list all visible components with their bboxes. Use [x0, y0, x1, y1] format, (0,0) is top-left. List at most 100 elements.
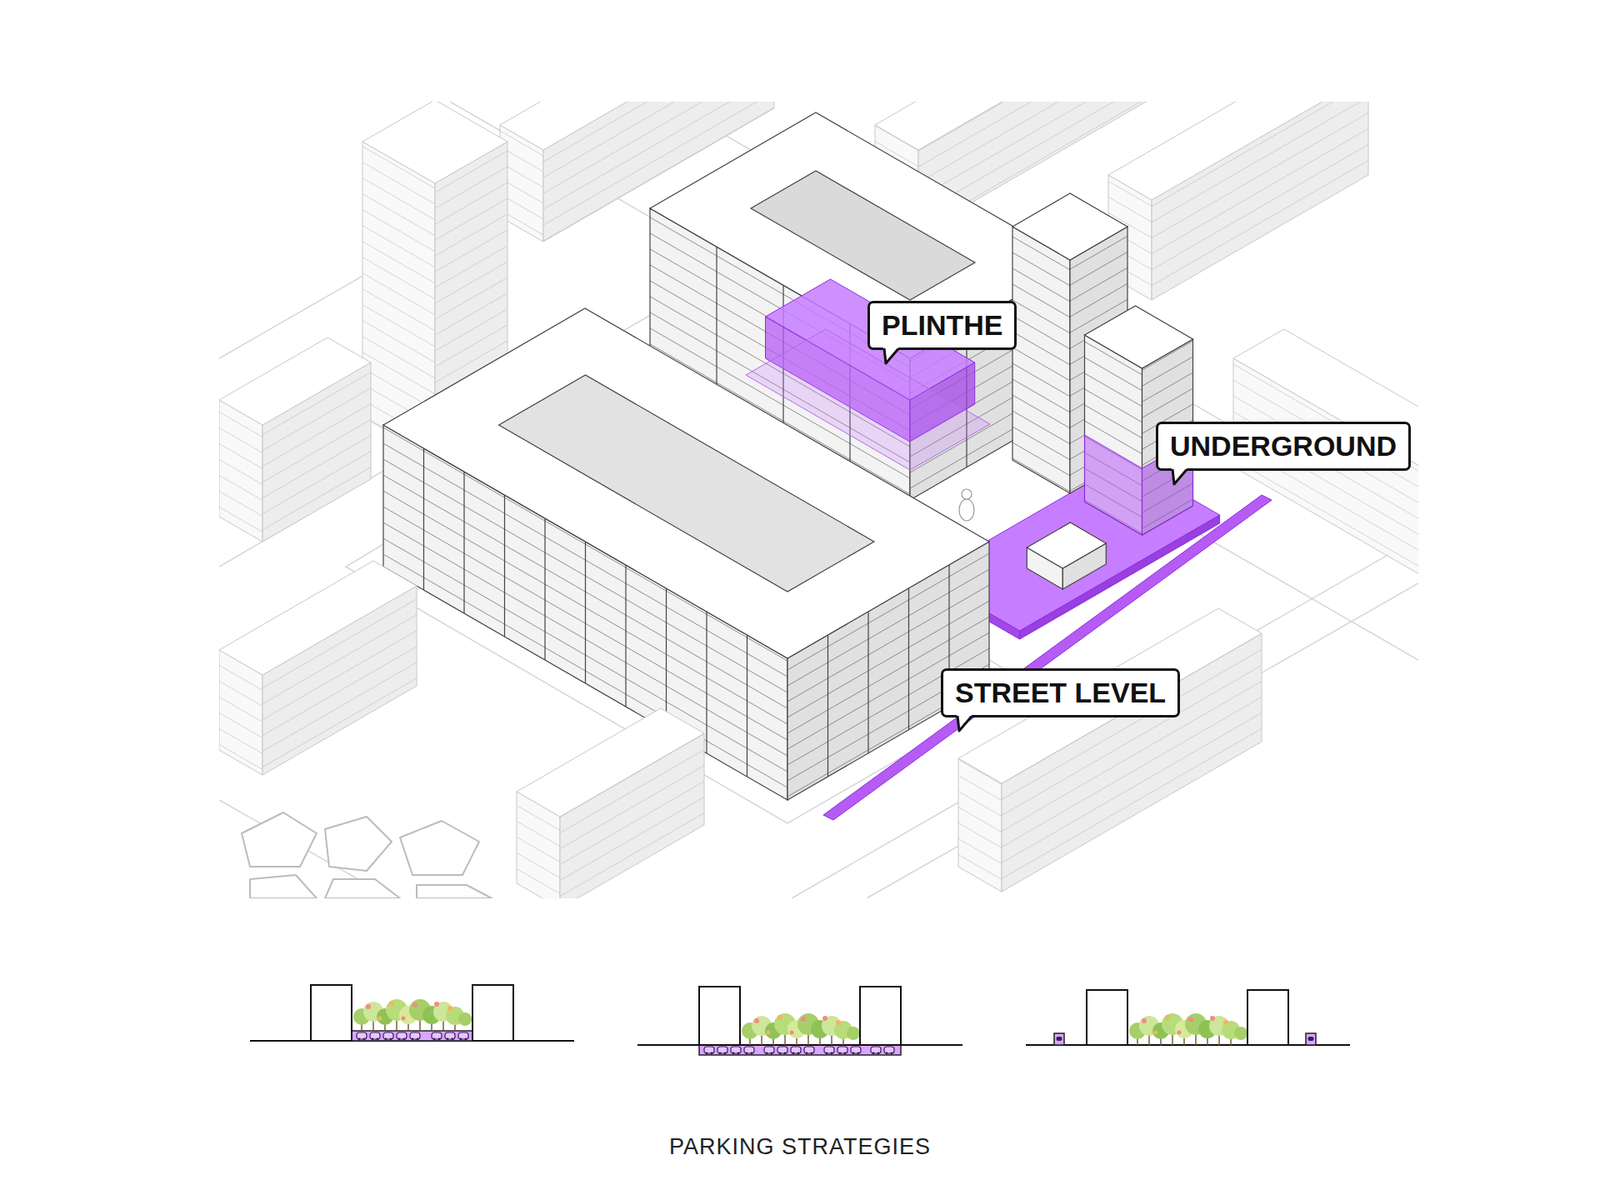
section-street-level — [1305, 1033, 1316, 1045]
section-underground — [637, 1044, 963, 1046]
section-street-level — [1056, 1036, 1063, 1041]
person-figure — [959, 489, 975, 521]
section-underground — [804, 1046, 815, 1055]
callout-pointer — [1171, 465, 1187, 485]
context-building — [219, 560, 417, 675]
section-street-level — [1025, 990, 1350, 1045]
section-underground — [870, 1046, 881, 1055]
section-plinth — [353, 999, 472, 1031]
central-block — [585, 541, 586, 684]
section-street-level — [1054, 1033, 1065, 1045]
context-building — [362, 101, 508, 184]
section-underground — [777, 1046, 788, 1055]
section-underground — [860, 986, 901, 1045]
section-plinth — [370, 1032, 380, 1040]
central-block — [463, 471, 465, 614]
isometric-view — [219, 101, 1419, 899]
plaza-pattern — [325, 816, 392, 871]
callout-label: STREET LEVEL — [955, 675, 1166, 710]
figure-caption: PARKING STRATEGIES — [0, 1134, 1600, 1160]
tower — [1012, 193, 1194, 535]
tower — [1012, 193, 1128, 260]
central-block — [665, 588, 667, 730]
central-block — [423, 448, 425, 590]
central-block — [625, 565, 626, 707]
context-building — [516, 708, 705, 817]
context-building — [219, 337, 371, 425]
section-plinth — [250, 985, 575, 1041]
section-underground — [704, 1046, 715, 1055]
section-street-level — [1308, 1036, 1315, 1041]
back-block — [715, 246, 717, 389]
callout-box: STREET LEVEL — [940, 668, 1180, 718]
person-figure — [961, 489, 972, 500]
section-street-level — [1025, 1044, 1350, 1046]
section-street-level — [1086, 990, 1128, 1045]
callout-pointer — [957, 715, 972, 731]
section-underground — [837, 1046, 848, 1055]
plaza-pattern — [250, 875, 317, 899]
callout-pointer — [1172, 469, 1187, 485]
section-plinth — [431, 1032, 442, 1040]
pavilion — [1026, 522, 1106, 569]
central-block — [867, 611, 869, 754]
plaza-pattern — [400, 820, 480, 875]
section-underground — [730, 1046, 741, 1055]
callout-label: PLINTHE — [881, 308, 1003, 343]
section-plinth — [472, 985, 514, 1041]
section-underground — [717, 1046, 728, 1055]
callout-label: UNDERGROUND — [1170, 429, 1397, 464]
underground-volume — [1085, 435, 1143, 535]
section-plinth — [410, 1032, 420, 1040]
context-building — [1108, 101, 1369, 200]
plaza-pattern — [241, 812, 492, 899]
section-street-level — [1247, 990, 1289, 1045]
central-block — [504, 495, 505, 637]
section-underground — [764, 1046, 775, 1055]
tower — [1085, 305, 1194, 369]
section-plinth — [445, 1032, 455, 1040]
context-building — [219, 560, 1262, 899]
section-plinth — [396, 1032, 407, 1040]
callout-box: PLINTHE — [867, 300, 1017, 350]
section-plinth — [383, 1032, 394, 1040]
section-street-level — [1129, 1013, 1248, 1045]
central-block — [705, 611, 707, 754]
section-underground — [790, 1046, 801, 1055]
section-plinth — [458, 1032, 469, 1040]
section-underground — [744, 1046, 755, 1055]
section-underground — [884, 1046, 895, 1055]
callout-pointer — [881, 347, 902, 366]
pavilion — [1026, 522, 1106, 590]
central-block — [746, 635, 748, 777]
central-block — [544, 518, 545, 660]
context-building — [875, 101, 1207, 150]
central-block — [383, 308, 990, 659]
context-building — [500, 101, 775, 150]
callout-pointer — [883, 345, 899, 364]
section-underground — [824, 1046, 835, 1055]
central-block — [499, 375, 875, 592]
callout-pointer — [956, 712, 972, 731]
plaza-pattern — [325, 879, 400, 899]
callout-pointer — [884, 348, 899, 364]
tower — [1012, 226, 1070, 494]
tower — [1085, 335, 1143, 535]
callout-box: UNDERGROUND — [1155, 421, 1411, 471]
section-underground — [741, 1013, 860, 1045]
callout-pointer — [1170, 468, 1190, 487]
central-block — [827, 635, 829, 777]
person-figure — [959, 499, 975, 521]
section-plinth — [356, 1032, 367, 1040]
back-block — [750, 170, 975, 300]
section-plinth — [351, 1030, 473, 1041]
section-underground — [850, 1046, 861, 1055]
plaza-pattern — [416, 885, 492, 899]
section-underground — [637, 986, 963, 1055]
section-underground — [699, 1045, 901, 1055]
callout-pointer — [955, 715, 975, 734]
section-plinth — [310, 985, 352, 1041]
plaza-pattern — [241, 812, 317, 867]
section-underground — [699, 986, 740, 1045]
